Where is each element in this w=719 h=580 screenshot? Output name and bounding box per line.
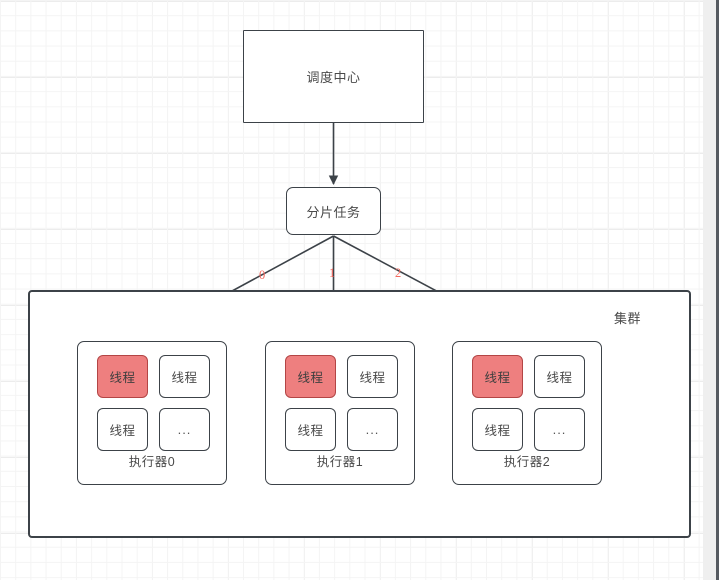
scheduling-center-node[interactable]: 调度中心 [243, 30, 424, 123]
thread-grid-1: 线程 线程 线程 ... [285, 355, 399, 451]
scheduling-center-label: 调度中心 [306, 70, 361, 85]
right-gutter-strip [703, 0, 716, 580]
thread-box-more[interactable]: ... [347, 408, 398, 451]
thread-box[interactable]: 线程 [97, 408, 148, 451]
edge-label-shard-1: 1 [329, 266, 336, 280]
executor-node-2[interactable]: 线程 线程 线程 ... 执行器2 [452, 341, 602, 485]
cluster-container[interactable]: 集群 线程 线程 线程 ... 执行器0 线程 线程 线程 ... 执行器1 [28, 290, 691, 538]
right-frame-edge [716, 0, 719, 580]
executor-node-1[interactable]: 线程 线程 线程 ... 执行器1 [265, 341, 415, 485]
executor-node-0[interactable]: 线程 线程 线程 ... 执行器0 [77, 341, 227, 485]
thread-box[interactable]: 线程 [159, 355, 210, 398]
edge-label-shard-2: 2 [395, 266, 402, 280]
thread-box[interactable]: 线程 [347, 355, 398, 398]
thread-grid-0: 线程 线程 线程 ... [97, 355, 211, 451]
thread-box-more[interactable]: ... [534, 408, 585, 451]
executor-label: 执行器0 [128, 455, 176, 469]
thread-box[interactable]: 线程 [472, 355, 523, 398]
thread-box-more[interactable]: ... [159, 408, 210, 451]
executor-label: 执行器1 [316, 455, 364, 469]
shard-task-node[interactable]: 分片任务 [286, 187, 381, 235]
thread-box[interactable]: 线程 [285, 408, 336, 451]
shard-task-label: 分片任务 [306, 204, 361, 220]
edge-label-shard-0: 0 [259, 268, 266, 282]
thread-box[interactable]: 线程 [534, 355, 585, 398]
thread-box[interactable]: 线程 [97, 355, 148, 398]
executor-label: 执行器2 [503, 455, 551, 469]
thread-box[interactable]: 线程 [472, 408, 523, 451]
thread-grid-2: 线程 线程 线程 ... [472, 355, 586, 451]
cluster-label: 集群 [613, 311, 641, 326]
thread-box[interactable]: 线程 [285, 355, 336, 398]
